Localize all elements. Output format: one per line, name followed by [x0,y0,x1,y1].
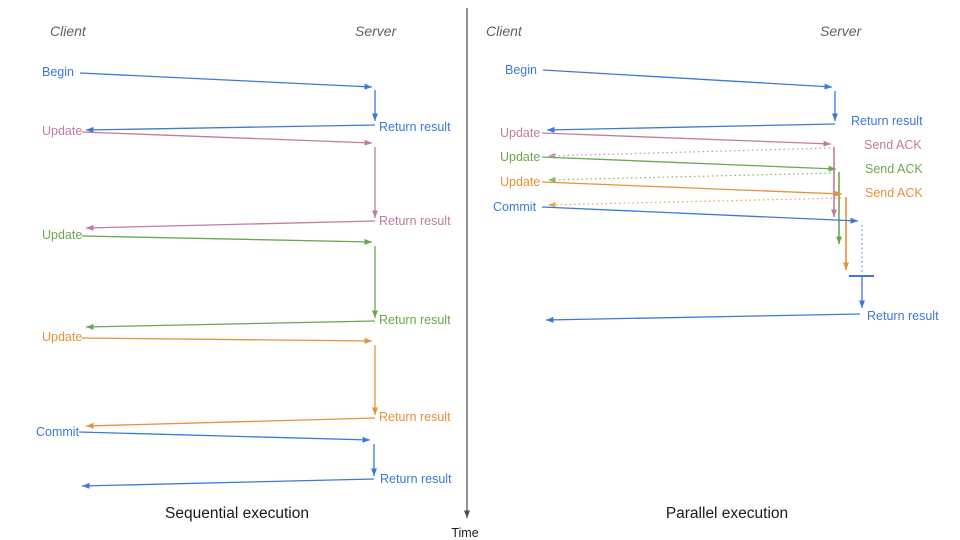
request-arrow [542,69,833,90]
response-arrow [85,320,376,330]
response-arrow [85,124,376,133]
request-arrow [81,235,373,245]
message-update-3: Update Send ACK [500,175,923,270]
request-arrow [541,132,832,147]
message-update-3: Update Return result [42,330,451,429]
panel-caption: Sequential execution [165,505,309,522]
sequential-panel: Client Server Begin Return result Update… [36,23,452,522]
message-update-1: Update Send ACK [500,126,922,217]
request-label: Update [500,150,540,164]
response-label: Send ACK [865,186,923,200]
response-label: Return result [867,309,939,323]
client-column-header: Client [486,23,523,39]
response-label: Return result [380,472,452,486]
request-arrow [541,181,843,197]
request-label: Update [42,124,82,138]
time-axis: Time [451,8,479,540]
request-label: Commit [36,425,80,439]
request-arrow [81,337,373,344]
panel-caption: Parallel execution [666,505,788,522]
response-label: Send ACK [865,162,923,176]
response-label: Return result [379,120,451,134]
request-arrow [541,206,859,224]
response-arrow [85,417,376,429]
response-arrow [546,123,836,133]
ack-dotted-arrow [547,197,842,208]
request-arrow [78,431,371,443]
response-arrow [545,313,861,323]
request-label: Begin [42,65,74,79]
request-label: Update [42,330,82,344]
message-commit: Commit Return result [36,425,452,489]
request-label: Update [500,175,540,189]
time-axis-label: Time [451,526,478,540]
message-update-2: Update Send ACK [500,150,923,244]
parallel-panel: Client Server Begin Return result Update… [486,23,939,522]
response-label: Return result [379,410,451,424]
request-label: Update [500,126,540,140]
request-label: Begin [505,63,537,77]
request-arrow [541,156,837,172]
request-label: Commit [493,200,537,214]
message-commit: Commit Return result [493,200,939,323]
server-column-header: Server [820,23,863,39]
message-update-2: Update Return result [42,228,451,330]
message-update-1: Update Return result [42,124,451,231]
client-column-header: Client [50,23,87,39]
request-label: Update [42,228,82,242]
message-begin: Begin Return result [42,65,451,134]
response-arrow [85,220,376,231]
server-column-header: Server [355,23,398,39]
response-label: Return result [851,114,923,128]
message-begin: Begin Return result [505,63,923,133]
response-label: Return result [379,313,451,327]
response-label: Send ACK [864,138,922,152]
request-arrow [79,72,373,90]
ack-dotted-arrow [547,147,831,159]
response-arrow [81,478,375,489]
request-arrow [81,131,373,146]
ack-dotted-arrow [547,172,836,183]
response-label: Return result [379,214,451,228]
